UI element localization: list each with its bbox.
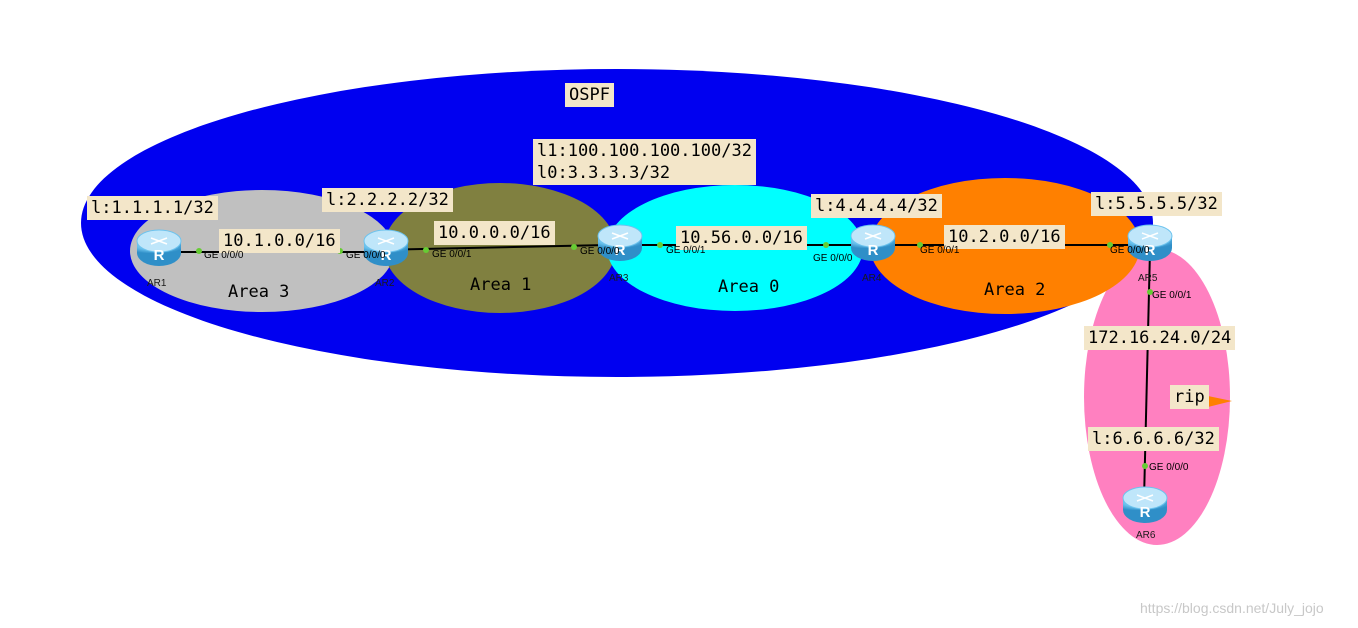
- ospf-domain: [81, 69, 1153, 377]
- loopback-label-ar1: l:1.1.1.1/32: [87, 196, 218, 220]
- port-dot: [657, 242, 663, 248]
- loopback-label-ar3: l1:100.100.100.100/32 l0:3.3.3.3/32: [533, 139, 756, 185]
- router-icon-ar4[interactable]: R: [850, 224, 896, 261]
- port-label-ar2-g001: GE 0/0/1: [432, 249, 472, 260]
- port-dot: [571, 244, 577, 250]
- area-1-label: Area 1: [470, 275, 532, 295]
- router-name-ar6: AR6: [1136, 530, 1156, 541]
- router-icon-ar6[interactable]: R: [1122, 486, 1168, 523]
- watermark: https://blog.csdn.net/July_jojo: [1140, 600, 1324, 616]
- rip-domain: [1084, 249, 1230, 545]
- router-icon-ar1[interactable]: R: [136, 229, 182, 266]
- port-label-ar3-g000: GE 0/0/0: [580, 246, 620, 257]
- area-3-label: Area 3: [228, 282, 290, 302]
- loopback-label-ar5: l:5.5.5.5/32: [1091, 192, 1222, 216]
- router-icon-ar3[interactable]: R: [597, 224, 643, 261]
- svg-text:R: R: [868, 242, 879, 259]
- port-dot: [196, 248, 202, 254]
- network-label-ar1-ar2: 10.1.0.0/16: [219, 229, 340, 253]
- port-label-ar4-g001: GE 0/0/1: [920, 245, 960, 256]
- port-label-ar5-g001: GE 0/0/1: [1152, 290, 1192, 301]
- router-name-ar1: AR1: [147, 278, 167, 289]
- network-label-ar5-ar6: 172.16.24.0/24: [1084, 326, 1236, 350]
- rip-arrow-icon: [1208, 396, 1232, 407]
- port-label-ar1-g000: GE 0/0/0: [204, 250, 244, 261]
- loopback-label-ar6: l:6.6.6.6/32: [1088, 427, 1219, 451]
- loopback-label-ar2: l:2.2.2.2/32: [322, 188, 453, 212]
- router-icon-ar2[interactable]: R: [363, 229, 409, 266]
- svg-text:R: R: [1140, 504, 1151, 521]
- port-dot: [423, 247, 429, 253]
- port-dot: [917, 242, 923, 248]
- loopback-label-ar4: l:4.4.4.4/32: [811, 194, 942, 218]
- rip-label: rip: [1170, 385, 1209, 409]
- area-0-label: Area 0: [718, 277, 780, 297]
- svg-text:R: R: [381, 247, 392, 264]
- port-dot: [823, 242, 829, 248]
- svg-text:R: R: [1145, 242, 1156, 259]
- svg-text:R: R: [615, 242, 626, 259]
- router-name-ar4: AR4: [862, 273, 882, 284]
- port-label-ar3-g001: GE 0/0/1: [666, 245, 706, 256]
- area-2-label: Area 2: [984, 280, 1046, 300]
- port-dot: [1147, 289, 1153, 295]
- port-label-ar6-g000: GE 0/0/0: [1149, 462, 1189, 473]
- network-label-ar2-ar3: 10.0.0.0/16: [434, 221, 555, 245]
- port-label-ar5-g000: GE 0/0/0: [1110, 245, 1150, 256]
- router-icon-ar5[interactable]: R: [1127, 224, 1173, 261]
- network-label-ar3-ar4: 10.56.0.0/16: [676, 226, 807, 250]
- port-dot: [1107, 242, 1113, 248]
- network-label-ar4-ar5: 10.2.0.0/16: [944, 225, 1065, 249]
- link-ar2-ar3: [375, 244, 609, 251]
- router-name-ar3: AR3: [609, 273, 629, 284]
- svg-text:R: R: [154, 247, 165, 264]
- router-name-ar5: AR5: [1138, 273, 1158, 284]
- ospf-title: OSPF: [565, 83, 614, 107]
- router-name-ar2: AR2: [375, 278, 395, 289]
- port-dot: [1142, 463, 1148, 469]
- port-label-ar2-g000: GE 0/0/0: [346, 250, 386, 261]
- port-label-ar4-g000: GE 0/0/0: [813, 253, 853, 264]
